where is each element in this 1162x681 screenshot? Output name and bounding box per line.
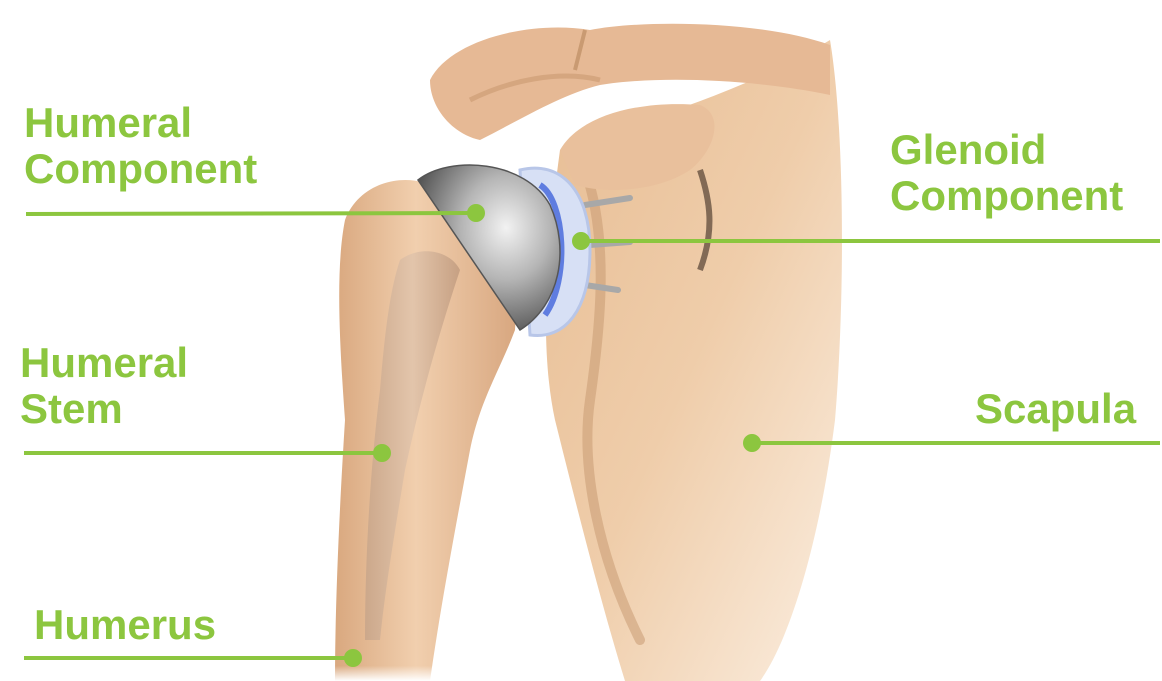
label-glenoid-component-line1: Glenoid [890,127,1123,173]
label-humeral-component-line1: Humeral [24,100,257,146]
label-scapula: Scapula [975,386,1136,432]
label-scapula-text: Scapula [975,386,1136,432]
label-humeral-stem: Humeral Stem [20,340,188,432]
label-glenoid-component-line2: Component [890,173,1123,219]
label-humeral-component-line2: Component [24,146,257,192]
label-humeral-stem-line1: Humeral [20,340,188,386]
label-humeral-stem-line2: Stem [20,386,188,432]
label-humeral-component: Humeral Component [24,100,257,192]
label-glenoid-component: Glenoid Component [890,127,1123,219]
label-humerus: Humerus [34,602,216,648]
label-humerus-text: Humerus [34,602,216,648]
